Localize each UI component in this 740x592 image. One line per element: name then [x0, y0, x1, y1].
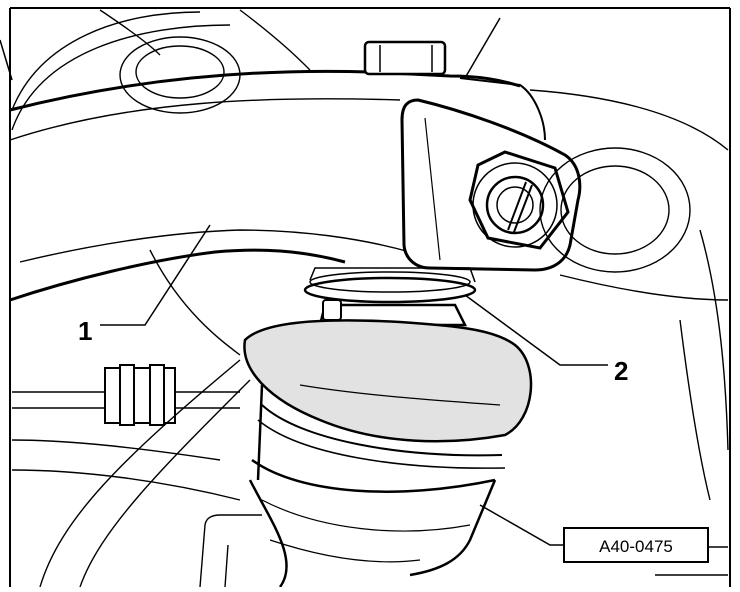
leader-top: [464, 17, 501, 79]
leader-1: [100, 224, 211, 326]
background-hub: [529, 89, 729, 501]
diagram-frame: [9, 7, 731, 587]
background-lower: [11, 249, 262, 588]
bolt-head: [363, 40, 447, 76]
background-wheel: [11, 9, 311, 131]
hex-nut: [468, 150, 570, 250]
reference-code: A40-0475: [599, 537, 673, 556]
leader-stub: [0, 39, 13, 81]
reference-code-box: A40-0475: [563, 527, 709, 563]
rubber-boot: [243, 319, 533, 443]
leader-ref: [479, 504, 565, 546]
strut-body: [248, 384, 506, 588]
control-arm: [9, 69, 521, 302]
snap-ring: [303, 267, 477, 304]
callout-1-label: 1: [78, 316, 92, 346]
leader-2: [464, 294, 608, 366]
callout-2-label: 2: [614, 356, 628, 386]
connector: [12, 364, 240, 426]
callout-leaders: [100, 224, 728, 576]
